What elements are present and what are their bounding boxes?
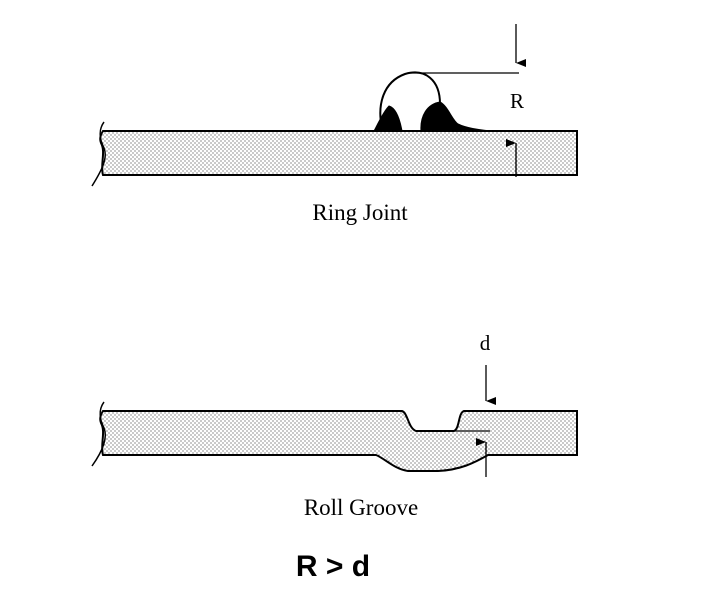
ring-joint-pipe-wall xyxy=(99,130,578,176)
roll-groove-pipe-wall xyxy=(99,410,578,472)
ring-joint-break-line xyxy=(91,121,106,187)
roll-groove-break-line xyxy=(91,401,106,467)
roll-groove-figure: d Roll Groove xyxy=(91,331,578,520)
ring-joint-weld-right xyxy=(420,101,493,132)
ring-joint-weld-left xyxy=(373,105,403,132)
ring-joint-dimension-label: R xyxy=(510,89,524,113)
ring-joint-figure: R Ring Joint xyxy=(91,24,578,225)
ring-joint-caption: Ring Joint xyxy=(312,200,408,225)
roll-groove-caption: Roll Groove xyxy=(304,495,418,520)
roll-groove-dimension-label: d xyxy=(480,331,491,355)
relation-label: R > d xyxy=(296,550,370,583)
